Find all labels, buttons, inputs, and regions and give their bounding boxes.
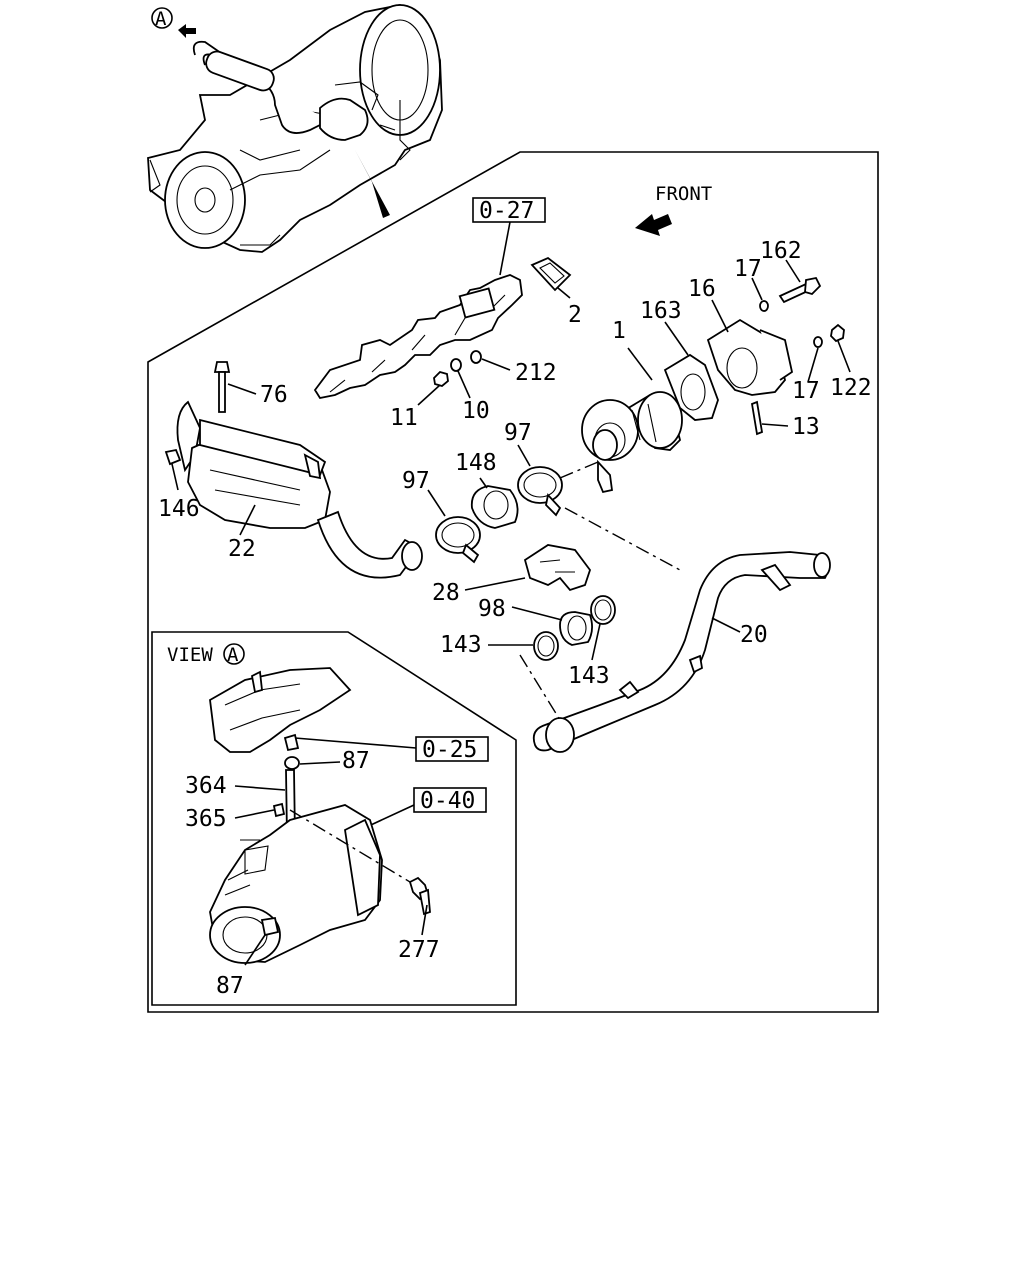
part-20-label: 20 bbox=[740, 622, 768, 648]
clamp-97-left bbox=[435, 516, 481, 564]
detail-pointer bbox=[355, 150, 390, 218]
part-97-right-label: 97 bbox=[504, 420, 532, 446]
front-label: FRONT bbox=[655, 183, 712, 205]
connector-87-lower bbox=[260, 916, 280, 937]
part-76-label: 76 bbox=[260, 382, 288, 408]
gasket-163 bbox=[663, 353, 719, 421]
front-arrow-icon bbox=[635, 214, 672, 236]
inset-pump-body bbox=[209, 804, 383, 964]
nut-122 bbox=[830, 323, 845, 343]
part-17-right-label: 17 bbox=[792, 378, 820, 404]
clamp-143-right bbox=[590, 595, 616, 625]
svg-text:0-40: 0-40 bbox=[420, 788, 475, 814]
engine-overview-illustration: A bbox=[147, 4, 443, 253]
main-panel-border bbox=[147, 151, 879, 1013]
gasket-2 bbox=[530, 256, 572, 292]
part-10-label: 10 bbox=[462, 398, 490, 424]
part-122-label: 122 bbox=[830, 375, 872, 401]
exhaust-pipe-front bbox=[316, 510, 423, 579]
part-143-left-label: 143 bbox=[440, 632, 482, 658]
washer-17-right bbox=[813, 336, 823, 348]
ref-box-0-40[interactable]: 0-40 bbox=[413, 787, 487, 814]
sleeve-98 bbox=[559, 611, 593, 646]
exhaust-pipe-20 bbox=[532, 551, 831, 753]
part-87-lower-label: 87 bbox=[216, 973, 244, 999]
outlet-flange-16 bbox=[706, 318, 794, 396]
nut-11 bbox=[433, 370, 449, 387]
part-13-label: 13 bbox=[792, 414, 820, 440]
clamp-143-left bbox=[533, 631, 559, 661]
part-365-label: 365 bbox=[185, 806, 227, 832]
part-277-label: 277 bbox=[398, 937, 440, 963]
view-a-title-circle bbox=[223, 643, 245, 665]
part-146-label: 146 bbox=[158, 496, 200, 522]
bracket-28 bbox=[523, 544, 592, 592]
part-364-label: 364 bbox=[185, 773, 227, 799]
part-212-label: 212 bbox=[515, 360, 557, 386]
view-a-title-marker: A bbox=[227, 644, 239, 666]
part-1-label: 1 bbox=[612, 318, 626, 344]
part-11-label: 11 bbox=[390, 405, 418, 431]
clip-365 bbox=[272, 802, 286, 818]
part-28-label: 28 bbox=[432, 580, 460, 606]
part-16-label: 16 bbox=[688, 276, 716, 302]
stud-13 bbox=[750, 400, 764, 436]
svg-text:0-27: 0-27 bbox=[479, 198, 534, 224]
washer-10 bbox=[450, 358, 462, 372]
clamp-97-right bbox=[517, 466, 563, 517]
view-a-marker: A bbox=[155, 8, 167, 30]
view-a-title: VIEW bbox=[167, 644, 213, 666]
part-17-top-label: 17 bbox=[734, 256, 762, 282]
connector-87-upper bbox=[283, 733, 300, 770]
plug-146 bbox=[164, 448, 182, 466]
part-148-label: 148 bbox=[455, 450, 497, 476]
part-163-label: 163 bbox=[640, 298, 682, 324]
part-97-left-label: 97 bbox=[402, 468, 430, 494]
bolt-76 bbox=[213, 361, 231, 413]
part-87-upper-label: 87 bbox=[342, 748, 370, 774]
ref-box-0-25[interactable]: 0-25 bbox=[415, 736, 489, 763]
part-2-label: 2 bbox=[568, 302, 582, 328]
front-indicator: FRONT bbox=[635, 183, 712, 236]
ref-box-0-27[interactable]: 0-27 bbox=[472, 197, 546, 224]
exhaust-manifold bbox=[313, 274, 523, 400]
view-direction-arrow bbox=[178, 24, 196, 38]
sleeve-148 bbox=[470, 485, 519, 529]
washer-212 bbox=[470, 350, 482, 364]
turbocharger-1 bbox=[581, 391, 683, 494]
part-98-label: 98 bbox=[478, 596, 506, 622]
view-a-inset-border bbox=[151, 631, 517, 1006]
inset-manifold bbox=[209, 667, 352, 753]
bolt-277 bbox=[408, 876, 431, 916]
part-143-right-label: 143 bbox=[568, 663, 610, 689]
part-162-label: 162 bbox=[760, 238, 802, 264]
washer-17-top bbox=[759, 300, 769, 312]
part-22-label: 22 bbox=[228, 536, 256, 562]
bolt-162 bbox=[778, 276, 822, 304]
view-a-circle bbox=[151, 7, 173, 29]
svg-text:0-25: 0-25 bbox=[422, 737, 477, 763]
heat-shield-22 bbox=[176, 400, 331, 529]
